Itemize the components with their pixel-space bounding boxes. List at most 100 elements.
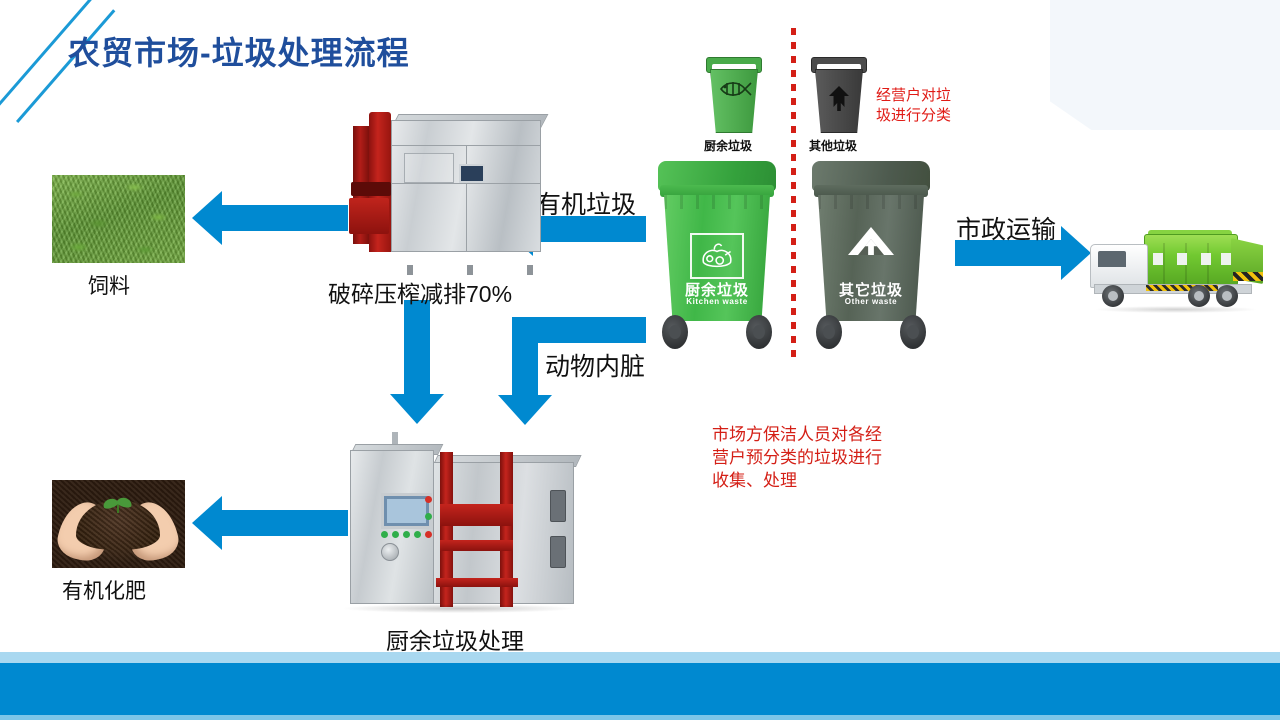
processor-side-module-1 [550,490,566,522]
fish-bones-icon [719,82,752,96]
processor-hmi-display [387,499,426,523]
truck-wheel-hub [1222,291,1232,301]
crusher-leg-3 [527,265,533,275]
processor-button-3 [403,531,410,538]
large-bin-other-label-en: Other waste [844,297,898,306]
crusher-seam-v1 [466,145,467,251]
arrow-processor-to-fertilizer-shaft [222,510,348,536]
truck-wheel-rear [1216,285,1238,307]
crusher-leg-2 [467,265,473,275]
processor-indicator-green [425,513,432,520]
small-bin-other-body [815,69,863,133]
sorting-note: 经营户对垃 圾进行分类 [876,87,952,125]
processor-cabinet-latch [381,543,399,561]
truck-wheel-hub [1194,291,1204,301]
truck-hazard-stripe [1233,272,1263,281]
large-bin-kitchen-ribs [664,195,770,209]
small-bin-kitchen-waste [706,55,762,133]
large-bin-kitchen-label-cn: 厨余垃圾 [684,282,749,299]
large-bin-kitchen-label-en: Kitchen waste [686,297,748,306]
recycle-arrow-icon [829,86,849,111]
arrow-viscera-vertical-shaft [512,317,538,395]
processor-exhaust-stack [392,432,398,452]
large-bin-other-ribs [818,195,924,209]
fertilizer-caption: 有机化肥 [62,580,146,603]
crusher-caption: 破碎压榨减排70% [328,281,513,307]
small-bin-kitchen-lid-inner [712,64,756,72]
large-bin-kitchen-wheel-left [662,315,688,349]
arrow-processor-to-fertilizer-head [192,496,222,550]
arrow-viscera-head [498,395,552,425]
truck-box-top [1148,230,1232,237]
kitchen-processor-machine-photo [336,428,582,613]
bins-photo-panel: 厨余垃圾 其他垃圾 [646,45,952,417]
truck-box-stripe-3 [1201,253,1211,265]
feed-photo [52,175,185,263]
truck-underbody-hazard [1146,285,1218,291]
truck-box-stripe-4 [1221,253,1231,265]
processor-button-1 [381,531,388,538]
corner-wedge-decoration [1050,0,1280,130]
fertilizer-photo [52,480,185,568]
arrow-crusher-to-feed-shaft [222,205,348,231]
sprout-stem-shape [117,503,119,513]
crusher-panel-1 [404,153,454,183]
arrow-bin-to-truck-head [1061,226,1091,280]
crusher-body [391,120,541,252]
small-bin-other-waste [811,55,867,133]
arrow-crusher-to-processor-shaft [404,300,430,394]
processor-button-5 [425,531,432,538]
truck-box-stripe-2 [1177,253,1187,265]
large-bin-other-body [818,195,924,321]
small-bin-kitchen-body [710,69,758,133]
processor-button-4 [414,531,421,538]
kitchen-processor-caption: 厨余垃圾处理 [386,628,524,654]
processor-press-head [440,504,513,526]
crusher-red-arm [351,182,391,196]
large-bin-kitchen-lid-front [660,185,774,197]
truck-compactor-box [1144,234,1238,289]
small-bin-other-lid-inner [817,64,861,72]
small-bin-kitchen-label: 厨余垃圾 [704,139,753,153]
label-municipal-transport: 市政运输 [956,216,1057,244]
crusher-leg-1 [407,265,413,275]
label-organic-waste: 有机垃圾 [536,191,637,219]
feed-caption: 饲料 [88,275,130,298]
garbage-truck-photo [1090,228,1266,313]
large-bin-other-waste: 其它垃圾 Other waste [812,161,930,357]
footer-band-main [0,663,1280,715]
wheel-hub [669,325,681,339]
arrow-bin-to-crusher-shaft [533,216,651,242]
processor-indicator-red [425,496,432,503]
truck-wheel-hub [1108,291,1118,301]
arrow-crusher-to-processor-head [390,394,444,424]
large-bin-other-wheel-left [816,315,842,349]
crusher-machine-photo [349,112,549,275]
truck-wheel-mid [1188,285,1210,307]
truck-box-stripe-1 [1153,253,1163,265]
truck-window [1098,251,1126,267]
large-bin-other-label-cn: 其它垃圾 [838,282,903,299]
crusher-control-screen [459,164,485,183]
truck-box-rib-3 [1207,243,1209,289]
large-bin-other-lid-front [814,185,928,197]
truck-shadow [1096,306,1256,313]
processor-red-frame-left [440,452,453,607]
large-bin-kitchen-icon-frame [690,233,744,279]
truck-cab [1090,244,1148,288]
large-bin-other-wheel-right [900,315,926,349]
footer-band-light-bottom [0,715,1280,720]
sorting-divider-dotted-line [791,28,796,362]
truck-wheel-front [1102,285,1124,307]
truck-box-rib-1 [1163,243,1165,289]
processor-button-2 [392,531,399,538]
truck-box-rib-2 [1185,243,1187,289]
processor-hmi-screen [381,493,432,529]
crusher-red-hopper [349,198,389,234]
footer-band-light-top [0,652,1280,663]
processor-side-module-2 [550,536,566,568]
processor-control-cabinet [350,450,434,604]
processor-shadow [344,604,572,613]
processor-press-bar-1 [440,540,513,551]
